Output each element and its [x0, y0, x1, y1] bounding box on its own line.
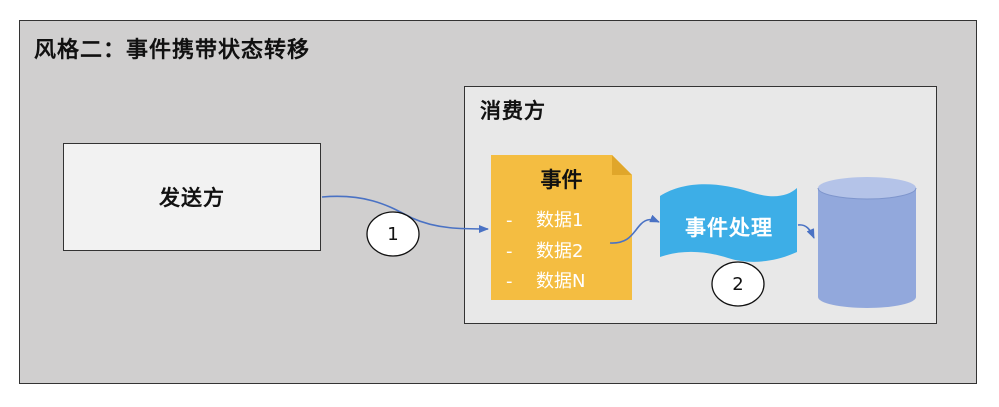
event-item-label: 数据2: [536, 241, 584, 262]
step-1-label: 1: [387, 224, 398, 245]
event-handler-label: 事件处理: [685, 216, 773, 240]
event-item-bullet: -: [506, 271, 513, 292]
sender-box: 发送方: [63, 143, 321, 251]
sender-to-event-arrow: [321, 195, 489, 233]
event-item-label: 数据1: [536, 210, 584, 231]
event-to-handler-arrow: [609, 214, 660, 244]
consumer-label: 消费方: [480, 99, 546, 123]
event-item-data-2: - 数据2: [506, 237, 583, 263]
diagram-title: 风格二：事件携带状态转移: [34, 38, 311, 63]
step-1-badge: 1: [366, 211, 420, 257]
handler-to-database-arrow: [797, 224, 815, 239]
event-item-data-n: - 数据N: [506, 267, 585, 293]
step-2-label: 2: [732, 274, 743, 295]
event-title: 事件: [540, 168, 583, 192]
event-document-fold: [612, 155, 632, 175]
event-item-data-1: - 数据1: [506, 206, 583, 232]
event-handler-shape: [660, 184, 797, 262]
event-item-bullet: -: [506, 210, 513, 231]
event-document-shape: [491, 155, 632, 300]
event-item-label: 数据N: [536, 271, 586, 292]
database-icon: [817, 177, 917, 308]
step-2-badge: 2: [711, 261, 765, 307]
sender-label: 发送方: [159, 186, 225, 210]
event-item-bullet: -: [506, 241, 513, 262]
